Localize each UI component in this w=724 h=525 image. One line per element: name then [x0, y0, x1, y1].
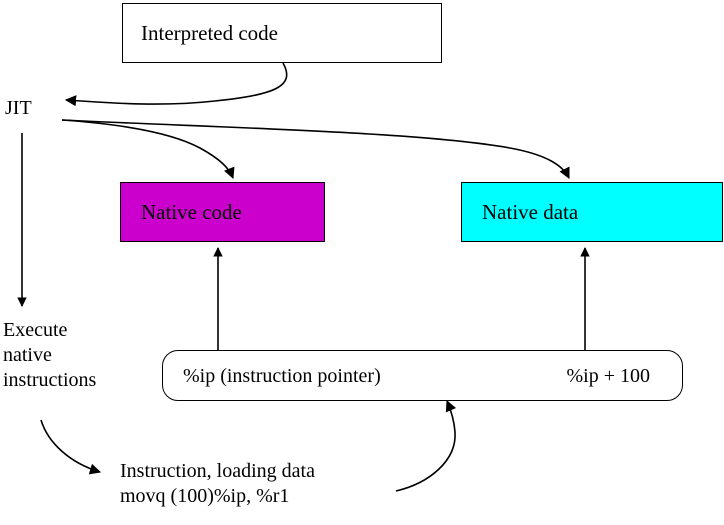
native-data-box[interactable]: Native data — [461, 182, 723, 242]
instruction-pointer-box[interactable]: %ip (instruction pointer) %ip + 100 — [162, 350, 683, 401]
instruction-pointer-right-label: %ip + 100 — [566, 364, 651, 387]
interpreted-code-box[interactable]: Interpreted code — [122, 3, 442, 63]
native-code-label: Native code — [141, 199, 242, 224]
arrow-jit-to-native-data — [61, 119, 570, 180]
native-data-label: Native data — [482, 199, 579, 224]
execute-native-instructions-label: Execute native instructions — [3, 319, 97, 391]
jit-label: JIT — [5, 97, 32, 119]
arrow-instruction-to-ip — [395, 399, 457, 492]
instruction-loading-data-label: Instruction, loading data movq (100)%ip,… — [120, 460, 315, 507]
interpreted-code-label: Interpreted code — [141, 20, 279, 45]
arrow-interpreted-code-to-jit — [64, 62, 288, 107]
arrow-jit-to-native-code — [61, 119, 235, 180]
native-code-box[interactable]: Native code — [120, 182, 325, 242]
instruction-pointer-left-label: %ip (instruction pointer) — [183, 364, 381, 387]
arrow-execute-to-instruction — [40, 419, 102, 475]
